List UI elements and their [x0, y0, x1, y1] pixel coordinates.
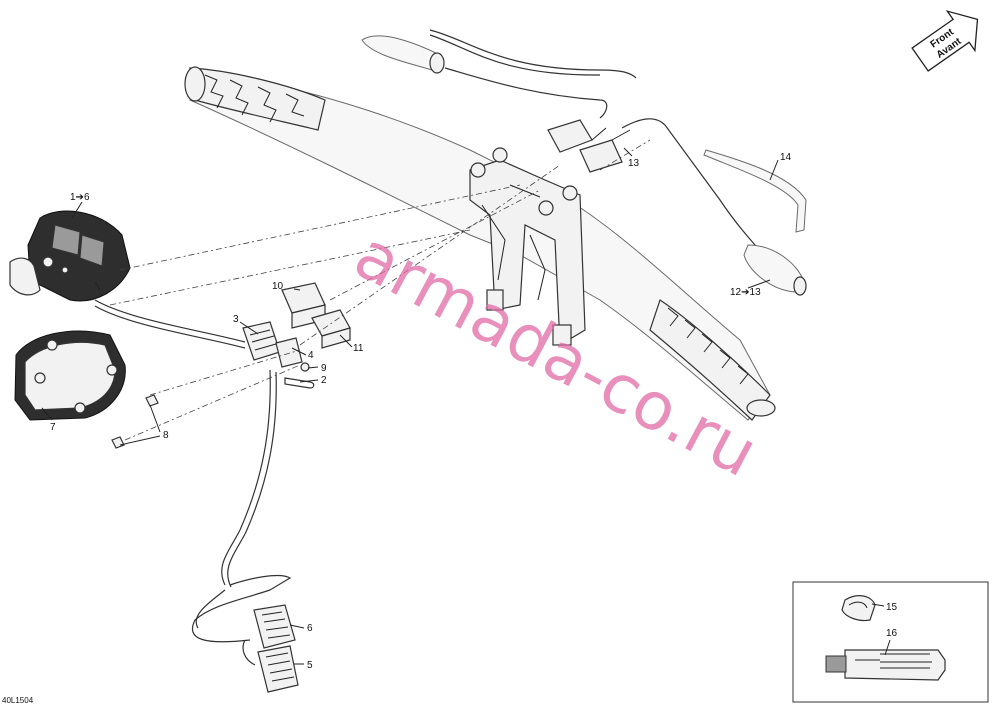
- clamp-bolt: [492, 147, 508, 163]
- throttle-cable: [361, 29, 637, 119]
- callout-4: 4: [308, 350, 314, 361]
- consumables-inset: [792, 581, 989, 703]
- connector-13: [547, 118, 771, 263]
- callout-labels: 1➔6 3 4 9 2 10 11 7 8 6 5 13 14 12➔13 15…: [50, 152, 898, 671]
- front-direction-badge: Front Avant: [911, 10, 979, 72]
- part-16-tube: [825, 649, 946, 681]
- switch-housing: [9, 210, 131, 302]
- connector-11: [311, 309, 351, 349]
- callout-14: 14: [780, 152, 792, 163]
- clamp-bolt: [538, 200, 554, 216]
- handlebar: [184, 66, 776, 421]
- connector-5: [257, 645, 299, 693]
- nut-9: [300, 362, 310, 372]
- clamp-bolt: [562, 185, 578, 201]
- leader-lines: [41, 147, 891, 665]
- callout-12-13: 12➔13: [730, 287, 761, 298]
- callout-7: 7: [50, 422, 56, 433]
- part-15-clip: [841, 595, 876, 622]
- callout-3: 3: [233, 314, 239, 325]
- screw-8: [111, 394, 159, 449]
- part-12-13-sleeve: [743, 244, 807, 296]
- alignment-lines: [109, 139, 651, 441]
- callout-5: 5: [307, 660, 313, 671]
- callout-2: 2: [321, 375, 327, 386]
- left-grip: [184, 66, 326, 131]
- switch-cover-7: [14, 330, 126, 421]
- wiring-harness: [94, 299, 292, 666]
- harness-connector-3-4: [242, 321, 303, 368]
- drawing-code: 40L1504: [2, 696, 34, 705]
- callout-11: 11: [353, 343, 364, 354]
- connector-10: [281, 282, 326, 329]
- clamp-bolt: [470, 162, 486, 178]
- callout-6: 6: [307, 623, 313, 634]
- callout-15: 15: [886, 602, 898, 613]
- callout-9: 9: [321, 363, 327, 374]
- right-grip: [649, 299, 776, 421]
- handlebar-riser: [469, 147, 586, 347]
- part-14-sleeve: [703, 149, 807, 233]
- connector-6: [253, 604, 296, 649]
- callout-13: 13: [628, 158, 640, 169]
- callout-1-6: 1➔6: [70, 192, 90, 203]
- callout-16: 16: [886, 628, 898, 639]
- callout-8: 8: [163, 430, 169, 441]
- cable-tie-2: [284, 377, 315, 389]
- callout-10: 10: [272, 281, 284, 292]
